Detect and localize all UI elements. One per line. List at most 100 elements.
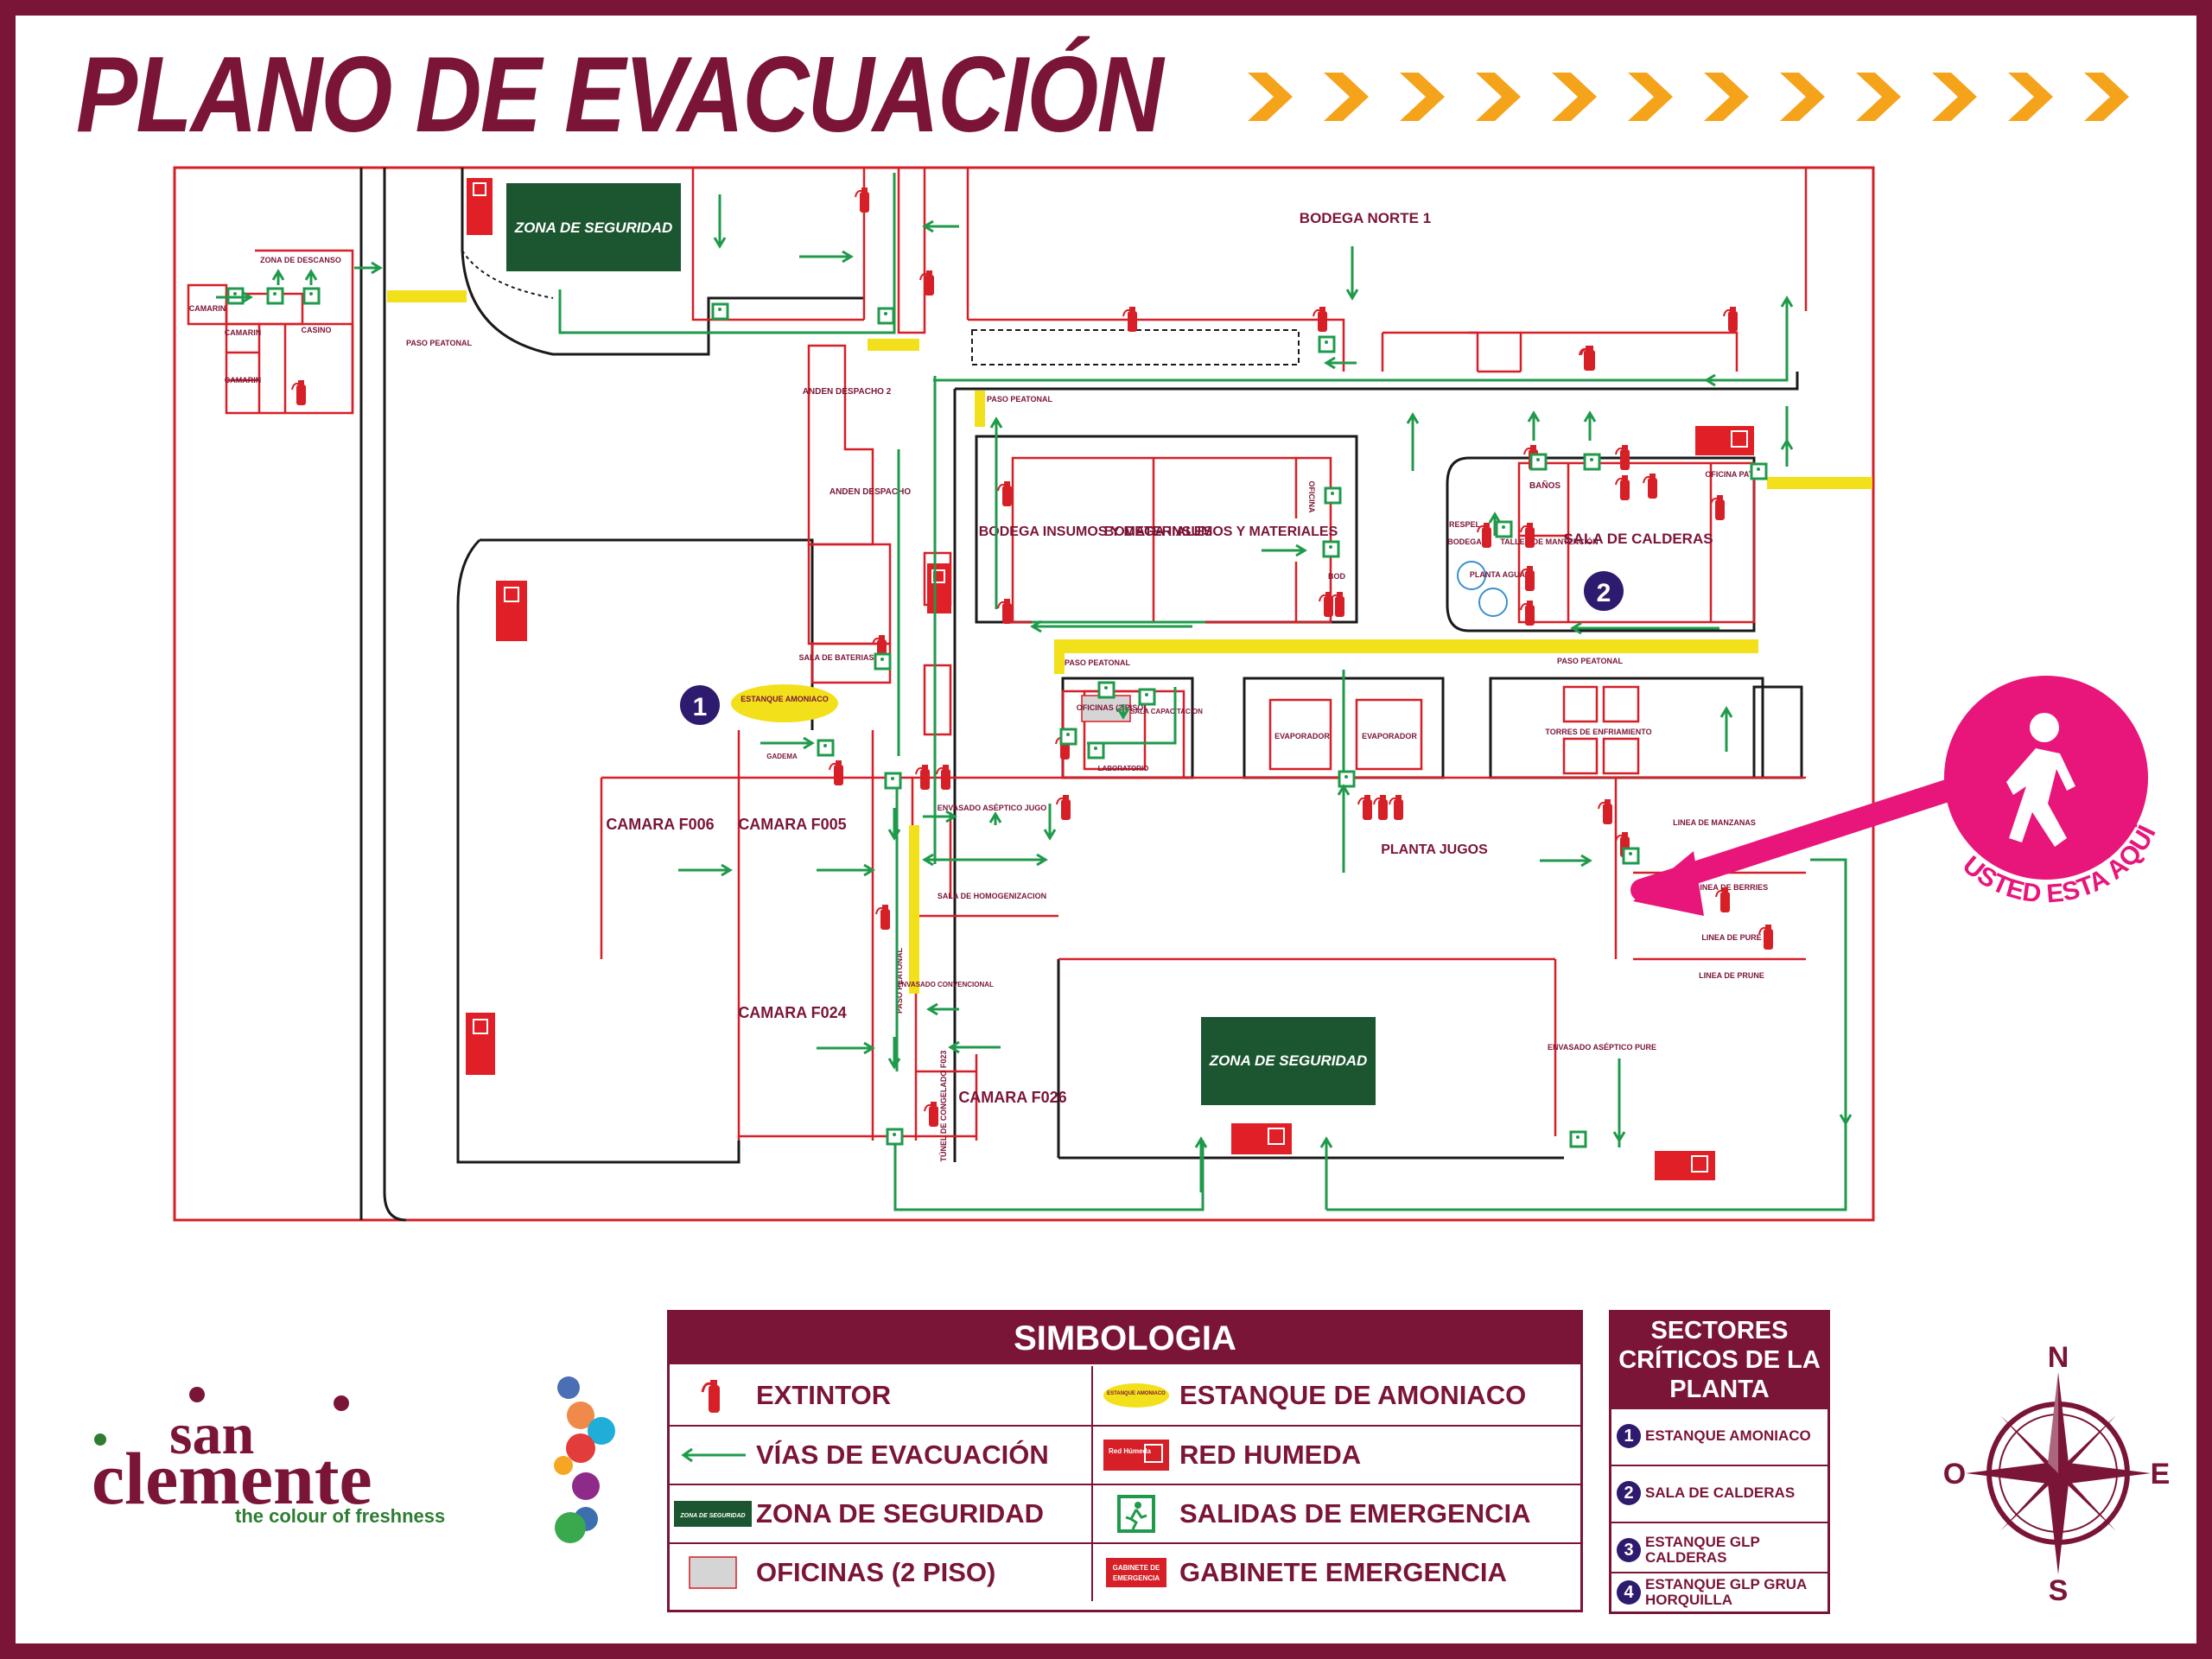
parking-outline xyxy=(971,329,1300,365)
label-evaporador: EVAPORADOR xyxy=(1274,732,1330,741)
legend-item-label: SALIDAS DE EMERGENCIA xyxy=(1179,1498,1531,1529)
water-tank xyxy=(1457,561,1486,590)
logo-word-san: san xyxy=(169,1401,254,1466)
wet-riser-icon xyxy=(496,581,527,641)
label-bodega-norte: BODEGA NORTE 1 xyxy=(1300,210,1431,226)
chevron-icon xyxy=(1856,73,1901,121)
label-camara-f026: CAMARA F026 xyxy=(958,1089,1066,1106)
sector-label: ESTANQUE GLP CALDERAS xyxy=(1645,1534,1760,1566)
legend-title: SIMBOLOGIA xyxy=(670,1313,1580,1364)
label-torres: TORRES DE ENFRIAMIENTO xyxy=(1545,728,1651,736)
label-oficina-patio: OFICINA PATIO xyxy=(1705,470,1761,479)
sector-label: SALA DE CALDERAS xyxy=(1645,1484,1796,1501)
sector-number-badge: 3 xyxy=(1617,1538,1641,1562)
label-gadema: GADEMA xyxy=(766,753,798,760)
sector-badge-1-number: 1 xyxy=(693,693,708,721)
wet-riser-icon xyxy=(1231,1123,1292,1154)
label-casino: CASINO xyxy=(301,326,331,334)
safety-zone-south xyxy=(1201,1017,1376,1105)
chevron-icon xyxy=(1324,73,1369,121)
sector-badge-1 xyxy=(680,685,720,725)
evacuation-arrow-icon xyxy=(670,1446,756,1464)
legend-item: VÍAS DE EVACUACIÓN xyxy=(670,1425,1093,1484)
legend-item-label: GABINETE EMERGENCIA xyxy=(1179,1557,1507,1587)
wet-riser-icon xyxy=(927,563,951,613)
sector-label: ESTANQUE GLP GRUA HORQUILLA xyxy=(1645,1576,1807,1608)
label-camarin: CAMARIN xyxy=(225,376,262,385)
san-clemente-logo: san clemente the colour of freshness xyxy=(92,1376,615,1543)
legend-item-label: ESTANQUE DE AMONIACO xyxy=(1179,1380,1527,1410)
emergency-exit-icon xyxy=(1093,1495,1179,1533)
critical-sectors-title: SECTORES CRÍTICOS DE LA PLANTA xyxy=(1611,1313,1827,1408)
office-icon xyxy=(670,1556,756,1589)
label-paso-peatonal: PASO PEATONAL xyxy=(406,339,473,347)
label-sala-homogenizacion: SALA DE HOMOGENIZACION xyxy=(938,892,1046,900)
pedestrian-crossings xyxy=(387,290,1872,994)
wet-riser-icon xyxy=(1655,1151,1715,1180)
label-tunel: TÚNEL DE CONGELADO F023 xyxy=(938,1051,948,1162)
label-bodega: BODEGA xyxy=(1447,537,1482,546)
chevron-icon xyxy=(1780,73,1825,121)
compass-north: N xyxy=(2048,1341,2069,1374)
ammonia-tank-icon xyxy=(731,684,838,722)
label-zona-descanso: ZONA DE DESCANSO xyxy=(260,256,341,264)
label-bodega-insumos-2: BODEGA INSUMOS Y MATERIALES xyxy=(1104,524,1338,539)
safety-zone-north xyxy=(506,183,681,271)
wet-riser-markers xyxy=(466,178,1754,1180)
label-paso-peatonal: PASO PEATONAL xyxy=(1557,657,1624,665)
label-paso-peatonal-vertical: PASO PEATONAL xyxy=(895,947,904,1014)
label-oficinas-2piso: OFICINAS (2 PISO) xyxy=(1077,703,1147,712)
wet-riser-icon xyxy=(1695,426,1754,455)
label-sala-baterias: SALA DE BATERIAS xyxy=(798,653,874,662)
label-banos: BAÑOS xyxy=(1529,480,1560,491)
legend-item: EXTINTOR xyxy=(670,1366,1093,1425)
logo-word-clemente: clemente xyxy=(92,1437,372,1520)
compass-rose: N S E O xyxy=(1943,1341,2171,1607)
label-planta-aguas: PLANTA AGUAS xyxy=(1470,570,1530,579)
ammonia-tank-label: ESTANQUE AMONIACO xyxy=(741,695,829,703)
label-envasado-aseptico-jugo: ENVASADO ASÉPTICO JUGO xyxy=(938,804,1047,812)
label-envasado-aseptico-pure: ENVASADO ASÉPTICO PURE xyxy=(1548,1043,1656,1052)
label-sala-calderas: SALA DE CALDERAS xyxy=(1563,531,1713,547)
chevron-icon xyxy=(1248,73,1293,121)
page-title: PLANO DE EVACUACIÓN xyxy=(76,35,1164,155)
logo-tagline: the colour of freshness xyxy=(235,1505,445,1527)
legend-badge-text: EMERGENCIA xyxy=(1113,1574,1160,1582)
safety-zone-south-label: ZONA DE SEGURIDAD xyxy=(1209,1052,1368,1069)
label-anden-despacho-2: ANDEN DESPACHO 2 xyxy=(803,387,892,397)
label-taller: TALLER DE MANTENCIÓN xyxy=(1500,537,1598,546)
label-linea-pure: LINEA DE PURE xyxy=(1701,933,1761,942)
label-respel: RESPEL xyxy=(1449,520,1481,529)
title-chevrons xyxy=(1248,73,2129,121)
wet-riser-icon: Red Húmeda xyxy=(1093,1440,1179,1471)
legend-badge-text: Red Húmeda xyxy=(1109,1447,1151,1455)
fire-extinguisher-icon xyxy=(670,1376,756,1414)
safety-zone-north-label: ZONA DE SEGURIDAD xyxy=(514,219,673,236)
compass-south: S xyxy=(2049,1574,2069,1607)
you-are-here-marker[interactable] xyxy=(1630,676,2148,916)
label-camarin: CAMARIN xyxy=(189,304,226,313)
label-envasado-convencional: ENVASADO CONVENCIONAL xyxy=(897,981,994,988)
chevron-icon xyxy=(1552,73,1597,121)
legend-item: OFICINAS (2 PISO) xyxy=(670,1542,1093,1601)
legend-item-label: OFICINAS (2 PISO) xyxy=(756,1557,996,1587)
legend-item-label: VÍAS DE EVACUACIÓN xyxy=(756,1440,1049,1470)
label-paso-peatonal: PASO PEATONAL xyxy=(1065,658,1131,667)
legend-item-label: EXTINTOR xyxy=(756,1380,892,1410)
ammonia-tank-icon: ESTANQUE AMONIACO xyxy=(1093,1382,1179,1408)
legend-badge-text: ESTANQUE AMONIACO xyxy=(1107,1391,1166,1396)
label-linea-berries: LINEA DE BERRIES xyxy=(1695,883,1768,892)
label-sala-capacitacion: SALA CAPACITACION xyxy=(1130,708,1203,715)
sector-badge-2 xyxy=(1584,571,1624,611)
chevron-icon xyxy=(2008,73,2053,121)
building-walls xyxy=(187,168,1808,1141)
chevron-icon xyxy=(1704,73,1749,121)
label-camara-f005: CAMARA F005 xyxy=(738,816,846,833)
chevron-icon xyxy=(1932,73,1977,121)
